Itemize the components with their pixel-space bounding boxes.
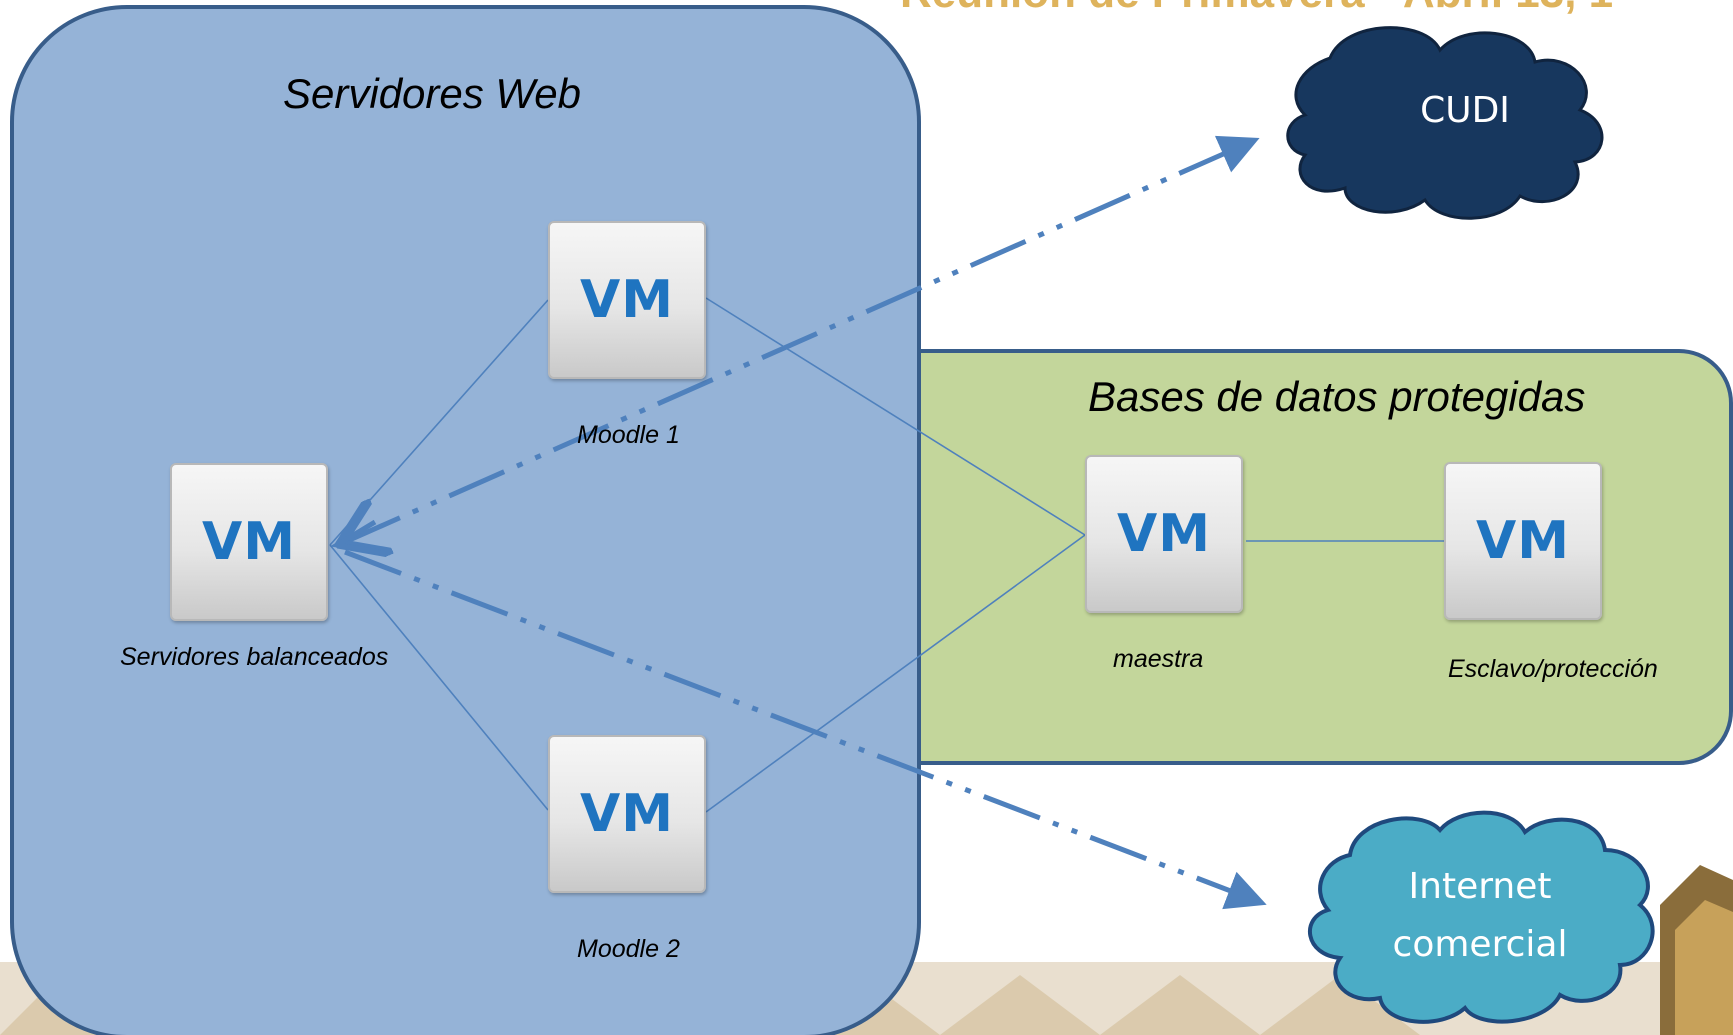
connector-moodle2-maestra xyxy=(705,534,1086,813)
vm-moodle2[interactable]: VM xyxy=(548,735,706,893)
vm-maestra[interactable]: VM xyxy=(1085,455,1243,613)
cudi-cloud-label: CUDI xyxy=(1420,90,1510,131)
vm-label: VM xyxy=(1117,504,1211,564)
slide-banner: Reunión de Primavera • Abril 13, 1 xyxy=(900,0,1613,18)
vm-label: VM xyxy=(580,784,674,844)
caption-balancer: Servidores balanceados xyxy=(120,643,389,671)
internet-cloud-line1: Internet xyxy=(1408,866,1552,907)
vm-label: VM xyxy=(1476,511,1570,571)
arrowhead-balancer xyxy=(329,519,381,555)
vm-label: VM xyxy=(580,270,674,330)
vm-esclavo[interactable]: VM xyxy=(1444,462,1602,620)
vm-balancer[interactable]: VM xyxy=(170,463,328,621)
internet-cloud-label: Internet comercial xyxy=(1375,858,1585,974)
vm-label: VM xyxy=(202,512,296,572)
internet-cloud-line2: comercial xyxy=(1392,924,1568,965)
arrow-balancer-to-cudi xyxy=(343,135,1260,545)
web-group-box xyxy=(10,5,921,1035)
caption-moodle2: Moodle 2 xyxy=(577,935,680,963)
cudi-cloud-shape xyxy=(1286,26,1604,220)
arrow-balancer-to-internet xyxy=(344,549,1267,910)
db-group-title: Bases de datos protegidas xyxy=(1088,373,1586,420)
internet-cloud-shape xyxy=(1307,810,1655,1024)
connector-moodle1-maestra xyxy=(705,297,1086,536)
connector-balancer-moodle2 xyxy=(329,544,549,811)
web-group-title: Servidores Web xyxy=(283,70,582,117)
caption-maestra: maestra xyxy=(1113,645,1204,673)
caption-moodle1: Moodle 1 xyxy=(577,421,680,449)
caption-esclavo: Esclavo/protección xyxy=(1448,655,1658,683)
vm-moodle1[interactable]: VM xyxy=(548,221,706,379)
